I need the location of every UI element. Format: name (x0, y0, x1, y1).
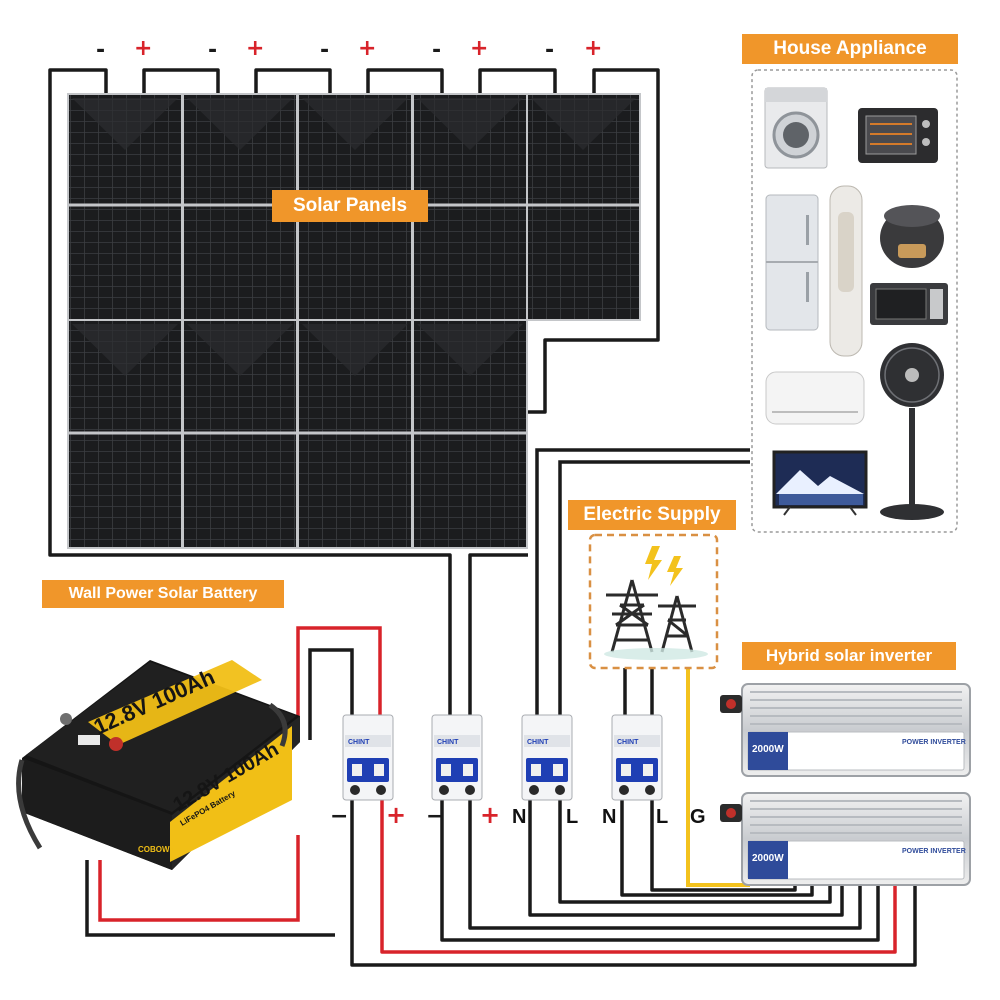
rice-cooker-icon (880, 205, 944, 268)
inverter-top-model: POWER INVERTER (902, 739, 966, 746)
out-wire-2 (380, 800, 897, 954)
washing-machine-icon (764, 87, 828, 169)
solar-panel-array (67, 93, 641, 549)
appliance-wire-l (558, 460, 750, 715)
string-negative-wire (48, 68, 452, 715)
electric-supply-label: Electric Supply (568, 500, 736, 530)
breaker-3-n: N (512, 806, 527, 828)
breaker-2 (431, 714, 483, 801)
string-positive-wire (468, 553, 528, 715)
breaker-1 (342, 714, 394, 801)
breaker-2-brand: CHINT (437, 739, 459, 746)
string-link-4 (478, 68, 557, 95)
lightning-icon (645, 546, 683, 586)
panel-2-plus: + (246, 36, 265, 61)
breaker-4 (611, 714, 663, 801)
string-link-3 (366, 68, 444, 95)
out-wire-6 (558, 800, 832, 904)
panel-3-minus: - (320, 38, 330, 63)
panel-2-minus: - (208, 38, 218, 63)
breaker-1-brand: CHINT (348, 739, 370, 746)
battery-return-black (85, 860, 335, 937)
transmission-tower-icon (606, 579, 696, 653)
inverter-bottom-power: 2000W (752, 853, 784, 864)
solar-panels-label: Solar Panels (272, 190, 428, 222)
microwave-icon (870, 283, 948, 325)
panel-4-plus: + (470, 36, 489, 61)
house-appliance-label: House Appliance (742, 34, 958, 64)
battery-wires (85, 626, 382, 937)
inverter-bottom (720, 792, 971, 886)
panel-3-plus: + (358, 36, 377, 61)
television-icon (772, 450, 868, 516)
battery-return-red (98, 835, 300, 922)
out-wire-8 (650, 800, 797, 892)
panel-4-minus: - (432, 38, 442, 63)
grid-wire-ground (686, 668, 750, 887)
breaker-2-plus: + (480, 801, 501, 829)
appliance-feed-wires (535, 448, 750, 715)
breaker-3 (521, 714, 573, 801)
panel-string-wires (48, 68, 660, 715)
out-wire-3 (440, 800, 880, 942)
breaker-3-l: L (566, 806, 579, 828)
air-conditioner-icon (765, 371, 865, 425)
fridge-icon (765, 194, 819, 331)
grid-supply-wires (623, 668, 750, 887)
out-wire-1 (350, 800, 917, 967)
battery-brand: COBOWN (138, 845, 176, 854)
out-wire-4 (468, 800, 862, 930)
breaker-1-plus: + (386, 801, 407, 829)
appliance-wire-n (535, 448, 750, 715)
string-link-1 (142, 68, 220, 95)
oven-icon (858, 108, 938, 163)
breaker-4-n: N (602, 806, 617, 828)
inverter-top-power: 2000W (752, 744, 784, 755)
string-link-2 (254, 68, 332, 95)
battery (16, 660, 300, 870)
battery-positive-wire (296, 626, 382, 720)
string-link-5 (528, 68, 660, 414)
panel-1-minus: - (96, 38, 106, 63)
out-wire-5 (528, 800, 844, 917)
wall-battery-label: Wall Power Solar Battery (42, 580, 284, 608)
ground-terminal: G (690, 806, 706, 828)
out-wire-7 (620, 800, 814, 897)
panel-5-plus: + (584, 36, 603, 61)
stand-fan-icon (880, 343, 944, 520)
inverter-output-wires (350, 800, 917, 967)
battery-negative-wire (308, 648, 354, 740)
panel-5-minus: - (545, 38, 555, 63)
tower-ground-shadow (604, 648, 708, 660)
breaker-4-l: L (656, 806, 669, 828)
breaker-2-minus: − (426, 804, 445, 829)
inverter-bottom-model: POWER INVERTER (902, 848, 966, 855)
breaker-1-minus: − (330, 804, 349, 829)
hybrid-inverter-label: Hybrid solar inverter (742, 642, 956, 670)
air-tower-icon (829, 185, 863, 357)
inverter-top (720, 683, 971, 777)
panel-1-plus: + (134, 36, 153, 61)
breaker-4-brand: CHINT (617, 739, 639, 746)
panel-reflections (72, 98, 636, 376)
breaker-3-brand: CHINT (527, 739, 549, 746)
